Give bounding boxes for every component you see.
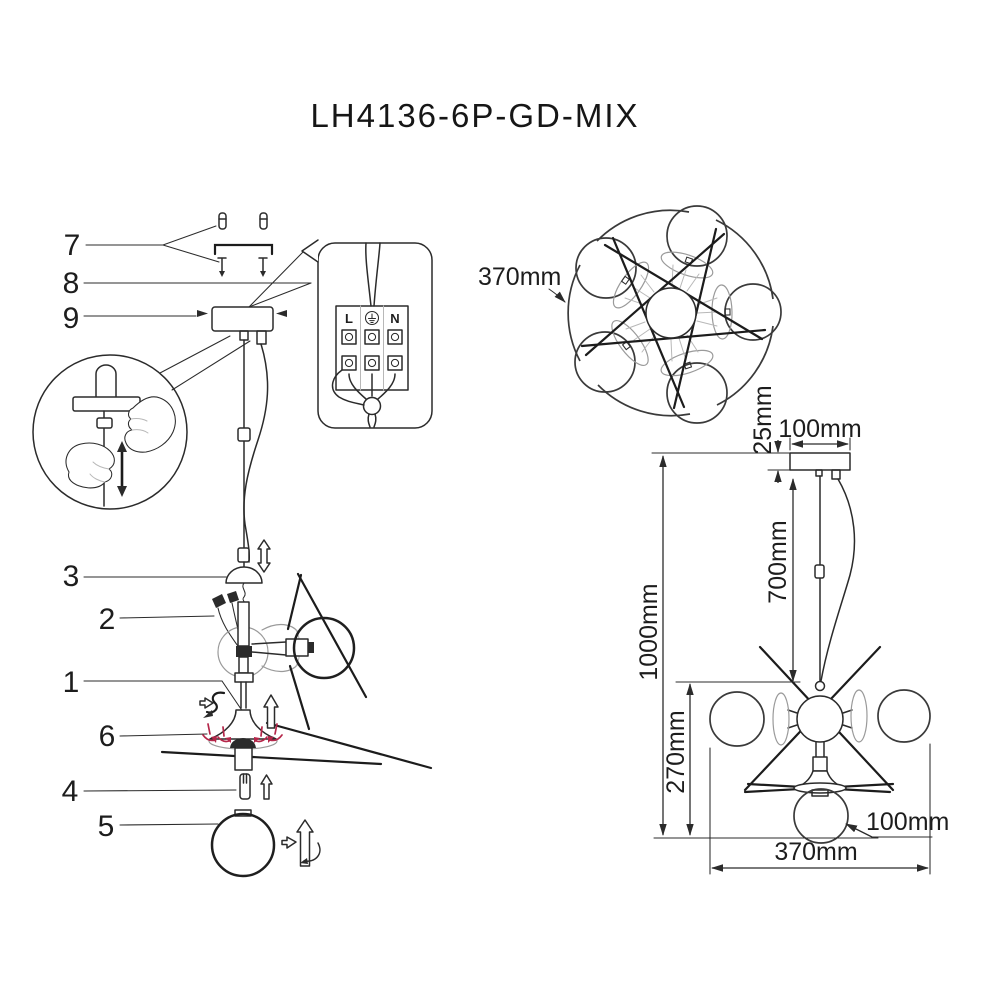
screw-rotate-icon <box>199 691 226 718</box>
callout-leader-lines <box>83 225 312 826</box>
top-view-outer-arcs <box>567 209 774 417</box>
adjust-double-arrow <box>117 441 127 497</box>
callout-9: 9 <box>63 302 80 335</box>
terminal-screws <box>341 329 403 371</box>
press-arrow-right <box>276 310 287 317</box>
right-hand <box>124 396 176 453</box>
cone-assembly <box>202 709 283 771</box>
side-globe-left <box>709 691 765 747</box>
ceiling-cup <box>95 364 117 398</box>
suspension-wires <box>237 339 271 577</box>
callout-5: 5 <box>98 810 115 843</box>
press-arrow-left <box>197 310 208 317</box>
retaining-clips <box>202 723 283 743</box>
cord-grip-loop <box>362 396 382 416</box>
side-view-body <box>709 680 931 844</box>
side-cable-clamp <box>814 564 825 579</box>
up-arrow-icon <box>260 774 273 800</box>
callout-1: 1 <box>63 666 80 699</box>
glass-globe <box>292 616 356 680</box>
mounting-hardware <box>213 212 274 277</box>
top-view-arms <box>611 251 733 377</box>
terminal-label-n: N <box>390 311 399 326</box>
up-arrow-icon <box>263 694 279 729</box>
left-hand <box>65 442 115 489</box>
side-canopy <box>789 452 851 471</box>
canopy-plate <box>72 396 141 412</box>
wire-adjuster <box>237 547 250 563</box>
top-view: 370mm <box>478 205 782 424</box>
callout-2: 2 <box>99 603 116 636</box>
globe-detail <box>210 809 321 878</box>
threaded-socket <box>234 747 253 771</box>
height-adjust-inset <box>32 335 251 510</box>
central-hub <box>217 582 269 709</box>
inset-tail <box>301 239 319 263</box>
terminal-label-l: L <box>345 311 353 326</box>
up-down-arrow-icon <box>257 539 271 573</box>
top-view-diameter-label: 370mm <box>478 263 561 291</box>
center-sphere <box>796 695 844 743</box>
ceiling-canopy <box>197 306 287 345</box>
callout-4: 4 <box>62 775 79 808</box>
callout-7: 7 <box>64 229 81 262</box>
callout-3: 3 <box>63 560 80 593</box>
lamp-arm <box>251 623 314 673</box>
exploded-view: 7 8 9 3 2 1 6 4 5 <box>62 212 433 878</box>
cable-clamp <box>237 427 251 442</box>
side-globe-bottom <box>793 788 849 844</box>
power-cable <box>820 478 856 682</box>
callout-8: 8 <box>63 267 80 300</box>
wiring-detail-inset: L N <box>301 239 433 429</box>
hanging-loop <box>814 680 826 692</box>
earth-ground-icon <box>364 310 380 326</box>
dim-canopy-width: 100mm <box>778 415 861 443</box>
side-globe-right <box>877 689 931 743</box>
inset-wires <box>331 369 396 428</box>
dimensions: 100mm 25mm 700mm 1000mm 270mm 100mm <box>635 385 949 875</box>
dome-cover <box>225 566 263 584</box>
dim-canopy-height: 25mm <box>749 385 777 454</box>
dim-fixture-width: 370mm <box>774 838 857 866</box>
side-view: 100mm 25mm 700mm 1000mm 270mm 100mm <box>635 385 949 875</box>
dim-globe-diameter: 100mm <box>866 808 949 836</box>
inset-pointer-lines <box>248 251 312 308</box>
socket-cap <box>230 738 256 748</box>
cord-lock <box>96 417 113 429</box>
twist-insert-icon <box>281 819 321 867</box>
dim-fixture-height: 270mm <box>662 710 690 793</box>
dim-suspension-length: 700mm <box>764 520 792 603</box>
top-view-hub <box>645 287 697 339</box>
frame-rods <box>160 572 433 770</box>
page-title: LH4136-6P-GD-MIX <box>310 97 639 134</box>
retainer-pin <box>239 773 273 800</box>
dim-overall-height: 1000mm <box>635 583 663 680</box>
label-arrow <box>548 288 566 303</box>
callout-6: 6 <box>99 720 116 753</box>
